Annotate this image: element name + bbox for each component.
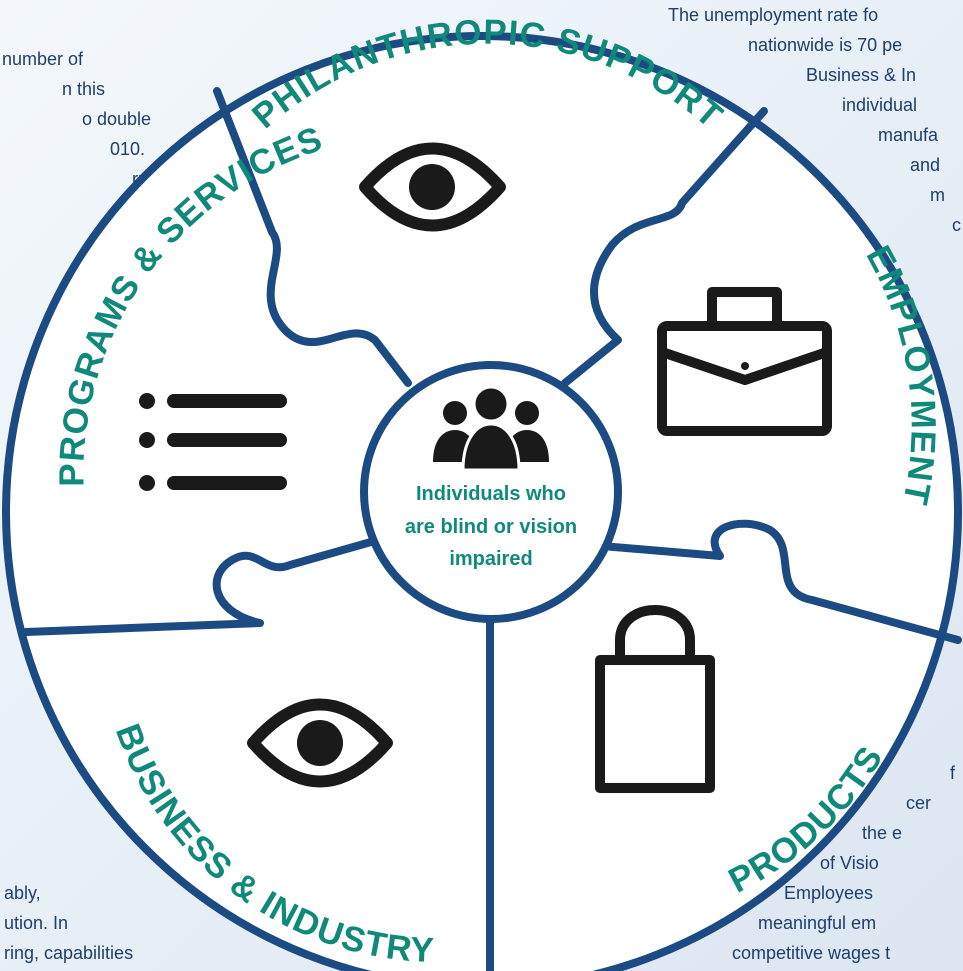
- shopping-bag-icon: [595, 605, 715, 793]
- background-text-line: Employees: [784, 883, 874, 903]
- center-text-line: are blind or vision: [405, 516, 577, 538]
- list-icon: [139, 393, 287, 491]
- briefcase-icon: [657, 287, 832, 436]
- background-text-line: m: [930, 185, 945, 205]
- background-text-line: The unemployment rate fo: [668, 5, 879, 25]
- seam-right: [598, 519, 962, 644]
- background-text-line: c: [952, 215, 961, 235]
- background-text-line: individual: [842, 95, 918, 115]
- background-text-line: of Visio: [820, 853, 879, 873]
- background-text-line: o double: [82, 109, 152, 129]
- background-text-right-bottom: f cer the e of Visio Employees meaningfu…: [730, 758, 955, 968]
- seam-top-left: [213, 87, 412, 387]
- background-text-line: nationwide is 70 pe: [748, 35, 903, 55]
- background-text-line: 010.: [110, 139, 146, 159]
- background-text-line: ution. In: [4, 913, 69, 933]
- background-text-right-top: The unemployment rate fo nationwide is 7…: [668, 0, 961, 240]
- background-text-line: the e: [862, 823, 903, 843]
- background-text-line: f: [950, 763, 956, 783]
- background-text-line: manufa: [878, 125, 939, 145]
- people-group-icon: [433, 385, 549, 472]
- eye-icon: [247, 698, 393, 788]
- center-text-line: Individuals who: [416, 483, 566, 505]
- background-text-line: competitive wages t: [732, 943, 891, 963]
- background-text-line: ably,: [4, 883, 41, 903]
- center-text-line: impaired: [449, 548, 532, 570]
- background-text-line: cer: [906, 793, 932, 813]
- seam-left: [22, 536, 382, 636]
- background-text-line: n this: [62, 79, 106, 99]
- background-text-line: meaningful em: [758, 913, 877, 933]
- center-circle: [360, 361, 622, 623]
- background-text-line: Business & In: [806, 65, 917, 85]
- background-text-line: and: [910, 155, 941, 175]
- puzzle-seams: [22, 87, 962, 971]
- background-text-line: ring, capabilities: [4, 943, 134, 963]
- background-text-line: number of: [2, 49, 84, 69]
- seam-top-right: [561, 107, 768, 387]
- eye-icon: [359, 142, 506, 232]
- background-text-left-top: number of n this o double 010. rps’: [0, 44, 161, 194]
- center-text: Individuals who are blind or vision impa…: [405, 483, 577, 570]
- background-text-left-bottom: ably, ution. In ring, capabilities: [0, 878, 133, 968]
